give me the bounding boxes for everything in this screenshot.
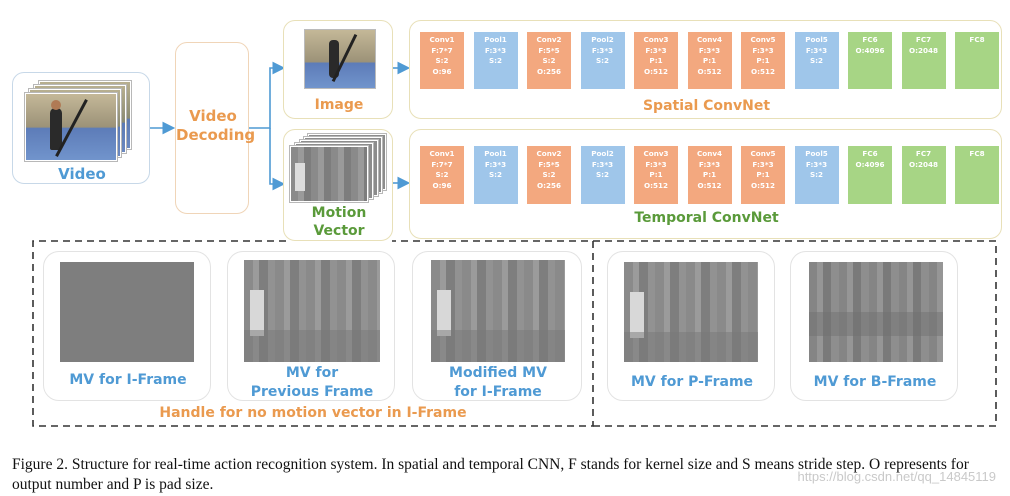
mv-image-modified-i-frame	[431, 260, 565, 362]
spatial-convnet-label: Spatial ConvNet	[642, 98, 771, 114]
arrow-decoding-to-image	[249, 61, 286, 129]
image-panel: Image	[283, 20, 393, 119]
spatial-layer-5: Conv3 F:3*3 P:1 O:512	[634, 32, 678, 89]
spatial-layer-3: Conv2 F:5*5 S:2 O:256	[527, 32, 571, 89]
temporal-layer-3: Conv2 F:5*5 S:2 O:256	[527, 146, 571, 204]
archer-photo	[24, 92, 118, 162]
motion-vector-panel: Motion Vector	[283, 129, 393, 241]
image-thumbnail	[304, 29, 376, 89]
dashed-pb-region	[593, 240, 997, 427]
mv-label-modified-i-frame: Modified MV for I-Frame	[449, 365, 547, 400]
spatial-layer-4: Pool2 F:3*3 S:2	[580, 32, 625, 89]
mv-panel-modified-i-frame: Modified MV for I-Frame	[412, 251, 582, 401]
mv-image-i-frame	[60, 262, 194, 362]
mv-image-previous-frame	[244, 260, 380, 362]
spatial-layer-9: FC6 O:4096	[848, 32, 892, 89]
spatial-layer-1: Conv1 F:7*7 S:2 O:96	[420, 32, 464, 89]
temporal-layer-10: FC7 O:2048	[901, 146, 946, 204]
motion-vector-label: Motion Vector	[311, 205, 367, 239]
mv-thumbnail	[289, 145, 369, 203]
temporal-layer-7: Conv5 F:3*3 P:1 O:512	[741, 146, 785, 204]
mv-image-b-frame	[809, 262, 943, 362]
mv-panel-p-frame: MV for P-Frame	[607, 251, 775, 401]
figure-caption: Figure 2. Structure for real-time action…	[12, 456, 969, 493]
spatial-layer-7: Conv5 F:3*3 P:1 O:512	[741, 32, 785, 89]
mv-panel-i-frame: MV for I-Frame	[43, 251, 211, 401]
spatial-layer-2: Pool1 F:3*3 S:2	[473, 32, 518, 89]
spatial-layer-6: Conv4 F:3*3 P:1 O:512	[687, 32, 732, 89]
temporal-convnet-label: Temporal ConvNet	[634, 210, 779, 226]
temporal-layer-2: Pool1 F:3*3 S:2	[473, 146, 518, 204]
handle-note-label: Handle for no motion vector in I-Frame	[159, 405, 467, 421]
mv-image-p-frame	[624, 262, 758, 362]
mv-panel-previous-frame: MV for Previous Frame	[227, 251, 395, 401]
temporal-layer-11: FC8	[955, 146, 999, 204]
video-frame-stack	[24, 80, 135, 162]
video-label: Video	[58, 165, 106, 183]
decoding-panel: Video Decoding	[175, 42, 256, 214]
mv-label-previous-frame: MV for Previous Frame	[250, 365, 374, 400]
spatial-layer-11: FC8	[955, 32, 999, 89]
mv-frame-stack	[289, 133, 390, 204]
spatial-layer-10: FC7 O:2048	[901, 32, 946, 89]
video-panel: Video	[12, 72, 150, 184]
mv-panel-b-frame: MV for B-Frame	[790, 251, 958, 401]
temporal-layer-5: Conv3 F:3*3 P:1 O:512	[634, 146, 678, 204]
dashed-handle-region	[32, 240, 594, 427]
arrow-decoding-to-mv	[269, 128, 286, 191]
temporal-layer-9: FC6 O:4096	[848, 146, 892, 204]
spatial-layer-8: Pool5 F:3*3 S:2	[794, 32, 839, 89]
temporal-layer-8: Pool5 F:3*3 S:2	[794, 146, 839, 204]
temporal-layer-6: Conv4 F:3*3 P:1 O:512	[687, 146, 732, 204]
mv-label-i-frame: MV for I-Frame	[69, 372, 187, 388]
mv-label-b-frame: MV for B-Frame	[813, 374, 937, 390]
mv-label-p-frame: MV for P-Frame	[630, 374, 754, 390]
decoding-label: Video Decoding	[176, 107, 256, 144]
temporal-layer-1: Conv1 F:7*7 S:2 O:96	[420, 146, 464, 204]
watermark: https://blog.csdn.net/qq_14845119	[797, 469, 996, 484]
image-label: Image	[314, 97, 364, 113]
temporal-layer-4: Pool2 F:3*3 S:2	[580, 146, 625, 204]
